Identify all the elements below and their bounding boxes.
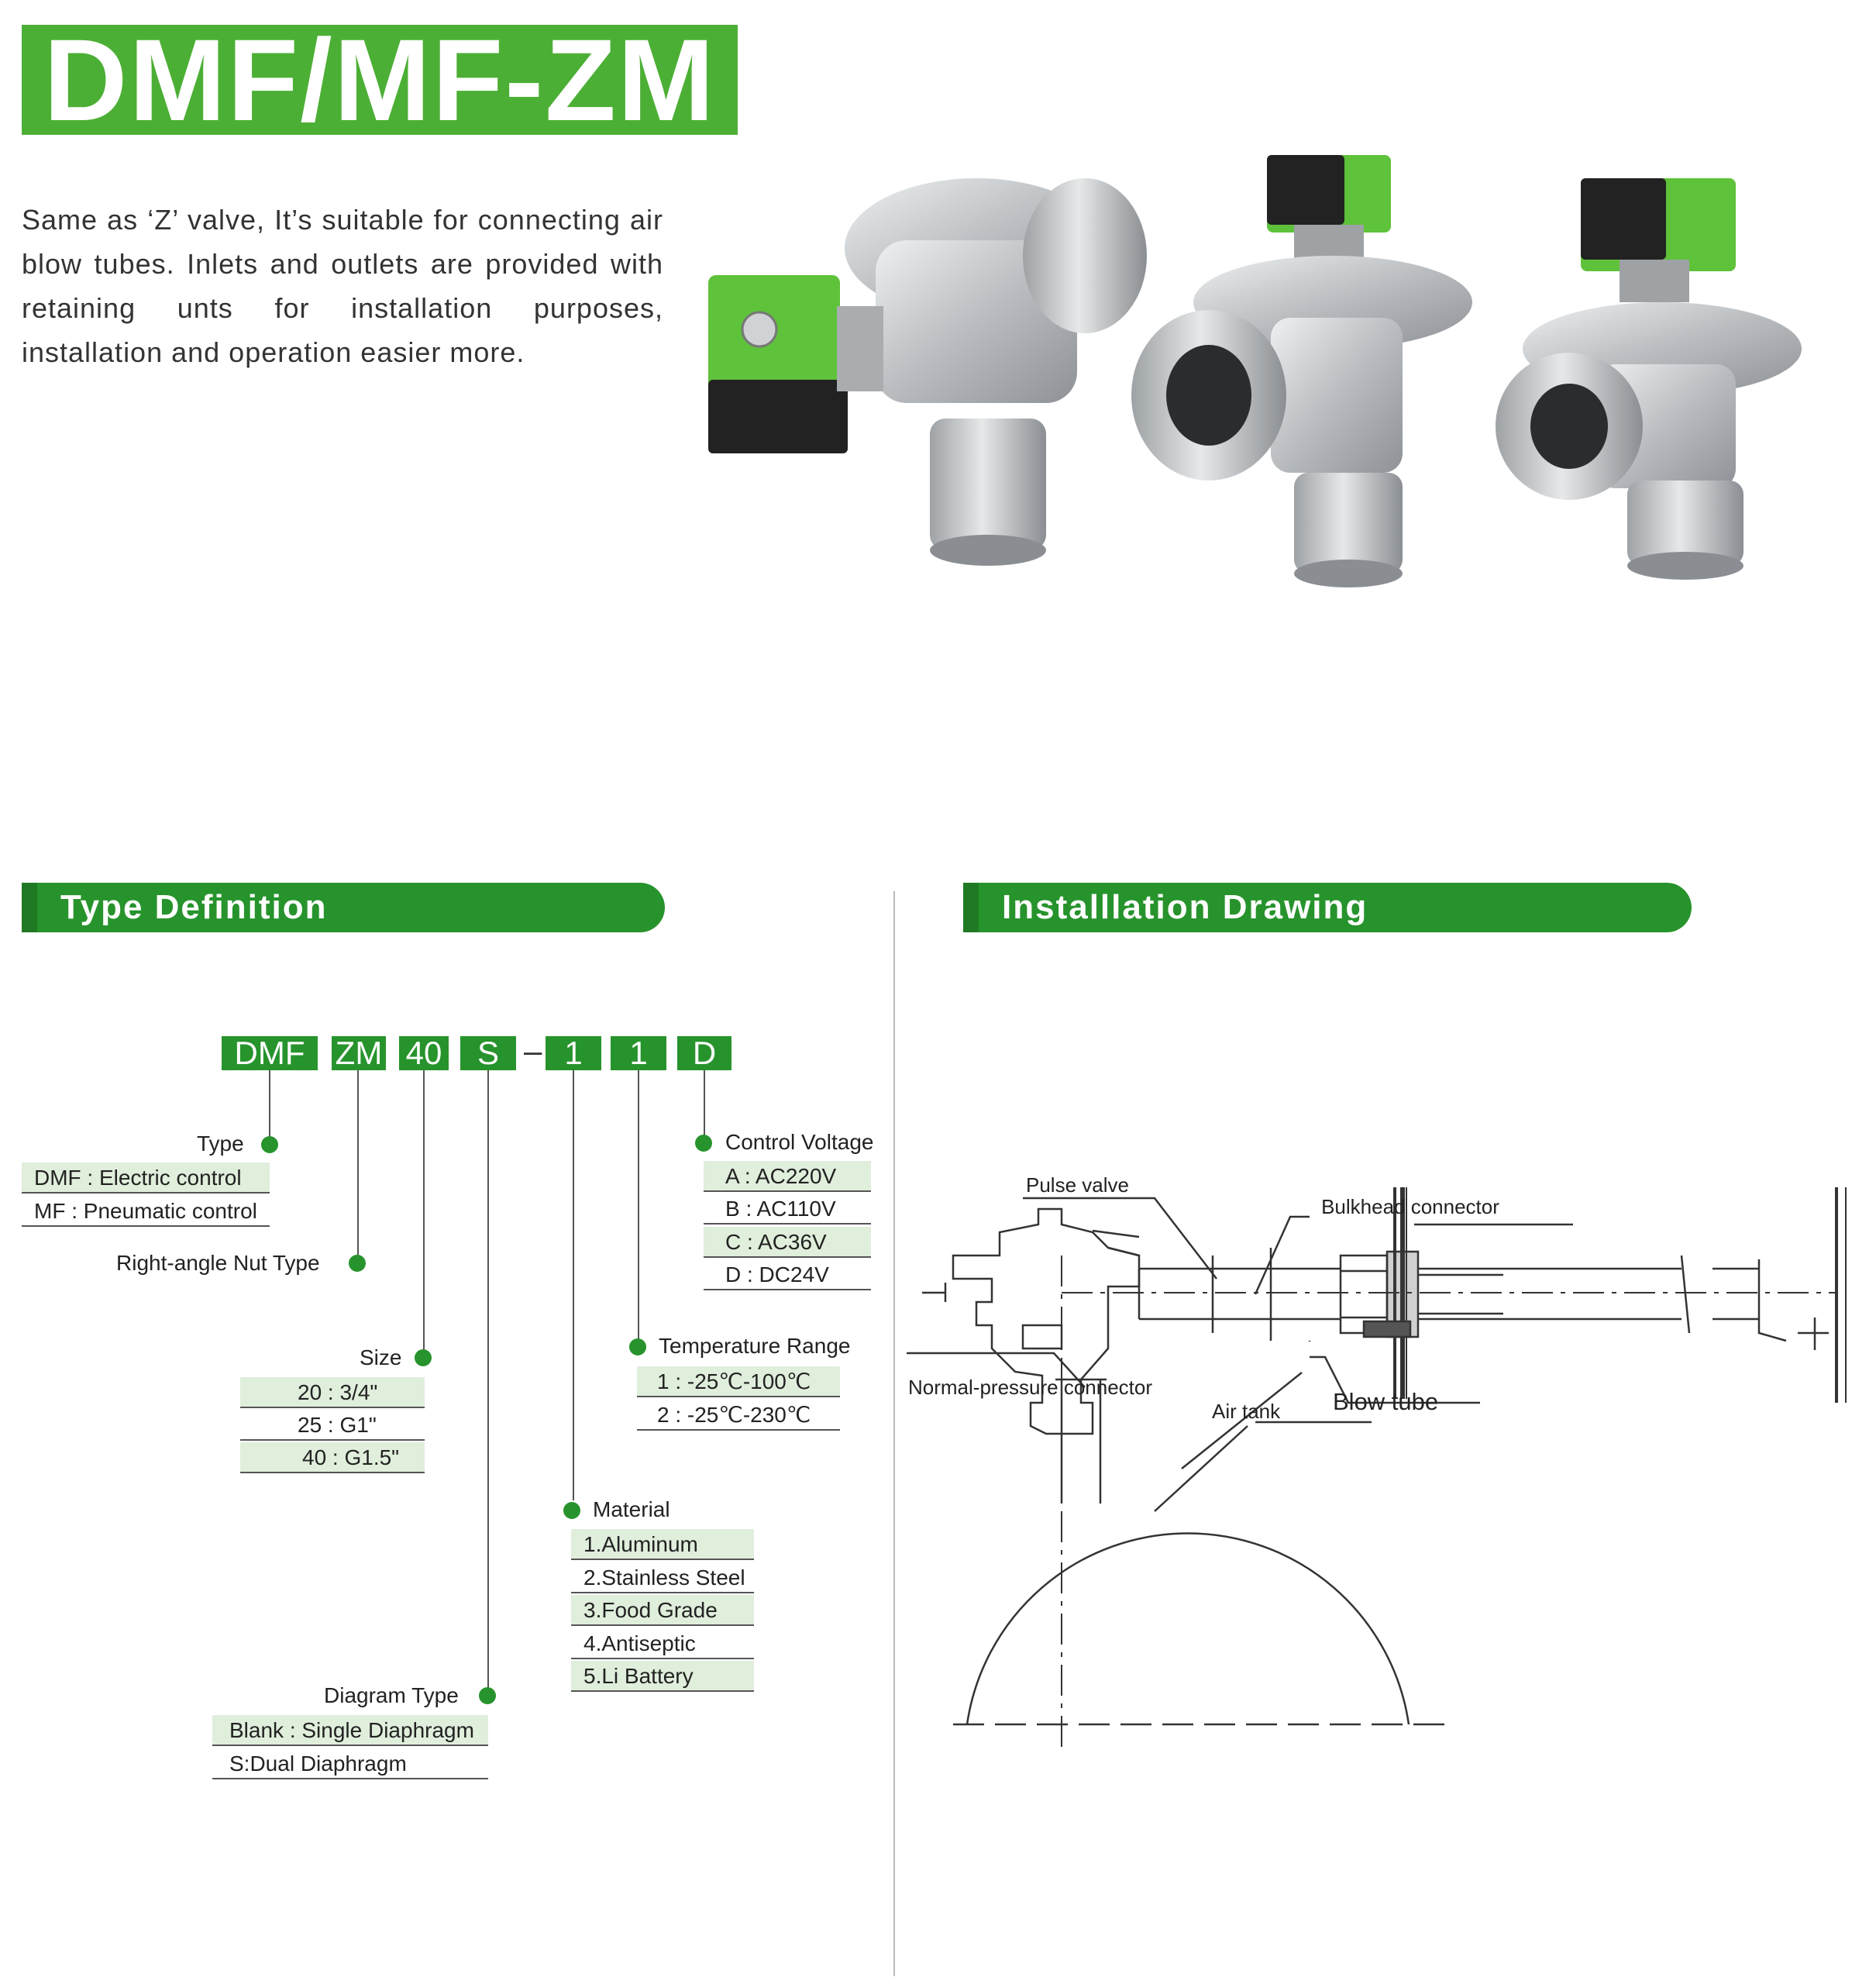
voltage-option: A : AC220V <box>704 1161 871 1192</box>
code-part-temperature: 1 <box>611 1036 666 1070</box>
connector-line-diagram <box>487 1070 489 1694</box>
section-type-definition: Type Definition <box>22 883 665 932</box>
type-dot <box>261 1136 278 1153</box>
product-description: Same as ‘Z’ valve, It’s suitable for con… <box>22 204 663 368</box>
material-option: 1.Aluminum <box>571 1529 754 1560</box>
voltage-option: C : AC36V <box>704 1227 871 1258</box>
connector-line-size <box>423 1070 425 1357</box>
section-installation-drawing: Installlation Drawing <box>963 883 1692 932</box>
nut-type-dot <box>349 1255 366 1272</box>
temperature-option: 1 : -25℃-100℃ <box>637 1366 840 1397</box>
nut-type-label: Right-angle Nut Type <box>116 1251 320 1275</box>
connector-line-nut <box>357 1070 359 1263</box>
connector-line-type <box>269 1070 270 1145</box>
label-normal-pressure-connector: Normal-pressure connector <box>908 1376 1152 1399</box>
label-air-tank: Air tank <box>1212 1400 1281 1423</box>
code-part-nut: ZM <box>332 1036 386 1070</box>
size-option: 25 : G1" <box>240 1410 425 1441</box>
size-label: Size <box>360 1345 402 1369</box>
label-bulkhead-connector: Bulkhead connector <box>1321 1195 1499 1218</box>
product-photo <box>708 155 1802 587</box>
connector-line-voltage <box>704 1070 705 1142</box>
voltage-option: D : DC24V <box>704 1259 871 1290</box>
voltage-label: Control Voltage <box>725 1130 874 1154</box>
size-option: 40 : G1.5" <box>240 1442 425 1473</box>
temperature-dot <box>629 1338 646 1355</box>
label-blow-tube: Blow tube <box>1333 1388 1438 1415</box>
temperature-option: 2 : -25℃-230℃ <box>637 1400 840 1431</box>
diagram-type-label: Diagram Type <box>324 1683 459 1707</box>
material-option: 2.Stainless Steel <box>571 1562 754 1593</box>
connector-line-material <box>573 1070 574 1500</box>
product-title: DMF/MF-ZM <box>22 25 738 135</box>
code-dash: – <box>524 1032 542 1069</box>
valve-left <box>708 178 1147 566</box>
code-part-diaphragm: S <box>460 1036 516 1070</box>
material-option: 5.Li Battery <box>571 1661 754 1692</box>
material-dot <box>563 1502 580 1519</box>
valve-right <box>1496 178 1802 580</box>
type-option: DMF : Electric control <box>22 1162 270 1194</box>
diagram-type-option: Blank : Single Diaphragm <box>212 1715 488 1746</box>
temperature-label: Temperature Range <box>659 1334 851 1358</box>
code-part-size: 40 <box>399 1036 449 1070</box>
type-label: Type <box>197 1132 244 1156</box>
material-label: Material <box>593 1497 670 1521</box>
diagram-type-dot <box>479 1687 496 1704</box>
code-part-material: 1 <box>546 1036 601 1070</box>
connector-line-temperature <box>638 1070 639 1346</box>
installation-drawing: Pulse valve Bulkhead connector Blow tube… <box>907 1173 1847 1752</box>
diagram-type-option: S:Dual Diaphragm <box>212 1748 488 1779</box>
voltage-option: B : AC110V <box>704 1194 871 1224</box>
type-option: MF : Pneumatic control <box>22 1196 270 1227</box>
code-part-series: DMF <box>222 1036 318 1070</box>
material-option: 4.Antiseptic <box>571 1628 754 1659</box>
size-dot <box>415 1349 432 1366</box>
size-option: 20 : 3/4" <box>240 1377 425 1408</box>
label-pulse-valve: Pulse valve <box>1026 1173 1129 1197</box>
valve-middle <box>1131 155 1472 587</box>
voltage-dot <box>695 1135 712 1152</box>
column-divider <box>893 891 895 1976</box>
code-part-voltage: D <box>677 1036 731 1070</box>
material-option: 3.Food Grade <box>571 1595 754 1626</box>
